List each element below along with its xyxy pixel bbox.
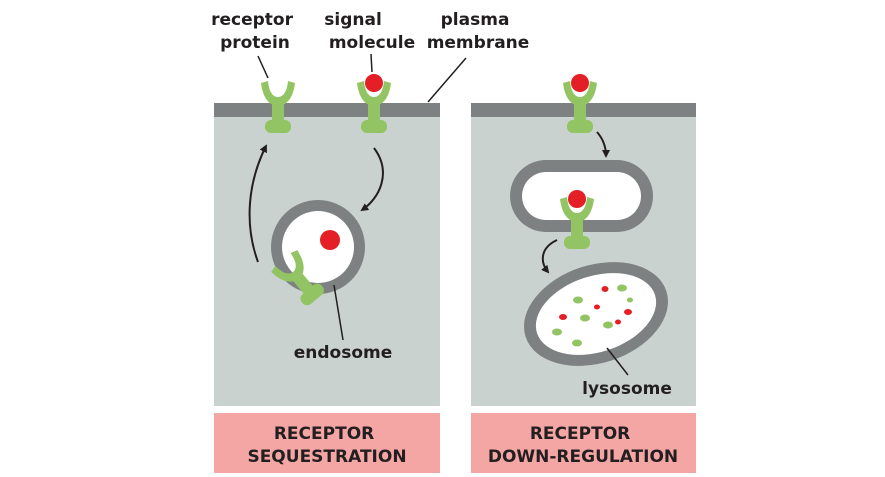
left-caption-text: RECEPTOR SEQUESTRATION: [247, 424, 406, 467]
endosome-label: endosome: [294, 343, 393, 363]
lysosome-label: lysosome: [582, 379, 672, 399]
right-caption-text: RECEPTOR DOWN-REGULATION: [488, 424, 678, 467]
plasma-membrane-label: plasma membrane: [427, 10, 530, 53]
right-caption: RECEPTOR DOWN-REGULATION: [471, 413, 696, 473]
lysosome-pointer: [606, 347, 629, 376]
left-panel: [214, 74, 440, 406]
degraded-fragments: [552, 284, 633, 347]
receptor-internalized: [560, 190, 594, 249]
left-caption: RECEPTOR SEQUESTRATION: [214, 413, 440, 473]
signal-molecule: [568, 190, 586, 208]
left-plasma-membrane: [214, 103, 440, 117]
arrow-recycle-to-membrane: [248, 144, 267, 263]
plasma-membrane-pointer: [427, 57, 467, 103]
signal-molecule-free: [320, 230, 340, 250]
right-caption-box: [471, 413, 696, 473]
signal-molecule: [571, 74, 589, 92]
signal-molecule-label: signal molecule: [324, 10, 415, 53]
endosome-pointer: [333, 284, 344, 341]
signal-molecule: [365, 74, 383, 92]
receptor-recycling: [271, 250, 324, 306]
right-panel: [471, 74, 696, 406]
receptor-protein-left: [261, 81, 295, 133]
receptor-with-signal-left: [357, 74, 391, 133]
receptor-protein-pointer: [257, 55, 269, 79]
receptor-protein-label: receptor protein: [211, 10, 299, 53]
lysosome: [524, 262, 668, 366]
left-caption-box: [214, 413, 440, 473]
signal-molecule-pointer: [370, 53, 373, 73]
receptor-with-signal-right: [563, 74, 597, 133]
arrow-to-endosome: [360, 147, 384, 212]
arrow-to-lysosome: [541, 239, 558, 274]
arrow-to-vesicle: [596, 131, 610, 158]
